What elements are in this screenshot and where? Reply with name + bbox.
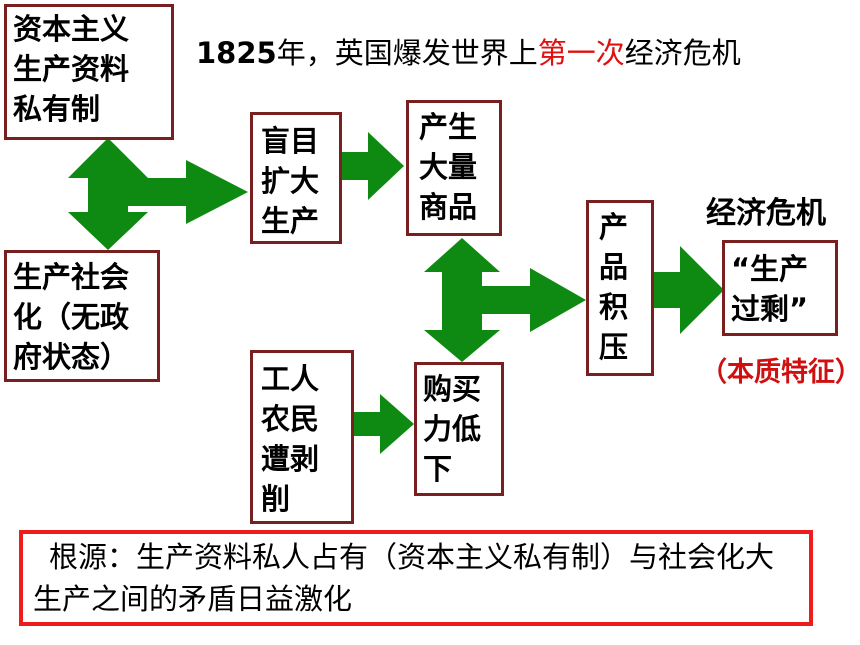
box-line: 盲目 xyxy=(261,124,320,158)
box-product-backlog: 产 品 积 压 xyxy=(586,200,654,376)
box-private-ownership: 资本主义 生产资料 私有制 xyxy=(4,4,174,140)
box-line: 扩大 xyxy=(261,164,320,198)
root-cause-box: 根源：生产资料私人占有（资本主义私有制）与社会化大生产之间的矛盾日益激化 xyxy=(19,530,813,626)
box-line: 购买 xyxy=(423,372,482,406)
double-arrow-middle xyxy=(424,238,500,362)
box-line: 压 xyxy=(599,330,629,364)
box-line: 资本主义 xyxy=(13,12,130,46)
box-line: 商品 xyxy=(419,190,478,224)
box-socialized-production: 生产社会 化（无政 府状态） xyxy=(4,250,160,382)
box-line: “生产 xyxy=(731,252,809,286)
arrow-to-product-backlog xyxy=(472,268,586,332)
box-overproduction: “生产 过剩” xyxy=(722,240,838,336)
box-blind-expansion: 盲目 扩大 生产 xyxy=(250,112,342,244)
box-line: 产生 xyxy=(419,110,478,144)
box-line: 私有制 xyxy=(13,92,101,126)
box-line: 大量 xyxy=(419,150,478,184)
box-line: 生产社会 xyxy=(13,260,130,294)
diagram-title: 1825年，英国爆发世界上第一次经济危机 xyxy=(196,30,741,72)
box-low-purchasing: 购买 力低 下 xyxy=(414,362,504,496)
title-year: 1825 xyxy=(196,36,277,70)
arrow-to-overproduction xyxy=(654,246,724,334)
box-line: 府状态） xyxy=(13,340,130,374)
label-economic-crisis: 经济危机 xyxy=(706,196,826,231)
box-line: 工人 xyxy=(261,362,320,396)
box-line: 过剩” xyxy=(731,292,809,326)
box-line: 化（无政 xyxy=(13,300,130,334)
double-arrow-left xyxy=(68,138,148,250)
arrow-to-low-purchasing xyxy=(354,394,414,454)
box-workers-exploited: 工人 农民 遭剥 削 xyxy=(250,350,354,524)
box-line: 产 xyxy=(599,210,629,244)
title-highlight: 第一次 xyxy=(537,36,625,70)
box-mass-goods: 产生 大量 商品 xyxy=(406,100,502,236)
box-line: 遭剥 xyxy=(261,442,320,476)
box-line: 生产 xyxy=(261,204,320,238)
title-part2: 经济危机 xyxy=(624,36,741,70)
box-line: 生产资料 xyxy=(13,52,130,86)
box-line: 农民 xyxy=(261,402,320,436)
label-essential-feature: （本质特征） xyxy=(700,357,860,388)
box-line: 力低 xyxy=(423,412,482,446)
arrow-to-mass-goods xyxy=(342,132,404,200)
box-line: 下 xyxy=(423,452,453,486)
box-line: 品 xyxy=(599,250,629,284)
box-line: 积 xyxy=(599,290,629,324)
title-part1: 年，英国爆发世界上 xyxy=(276,36,538,70)
box-line: 削 xyxy=(261,482,291,516)
arrow-to-blind-expansion xyxy=(122,160,248,224)
root-cause-text: 根源：生产资料私人占有（资本主义私有制）与社会化大生产之间的矛盾日益激化 xyxy=(33,540,775,616)
